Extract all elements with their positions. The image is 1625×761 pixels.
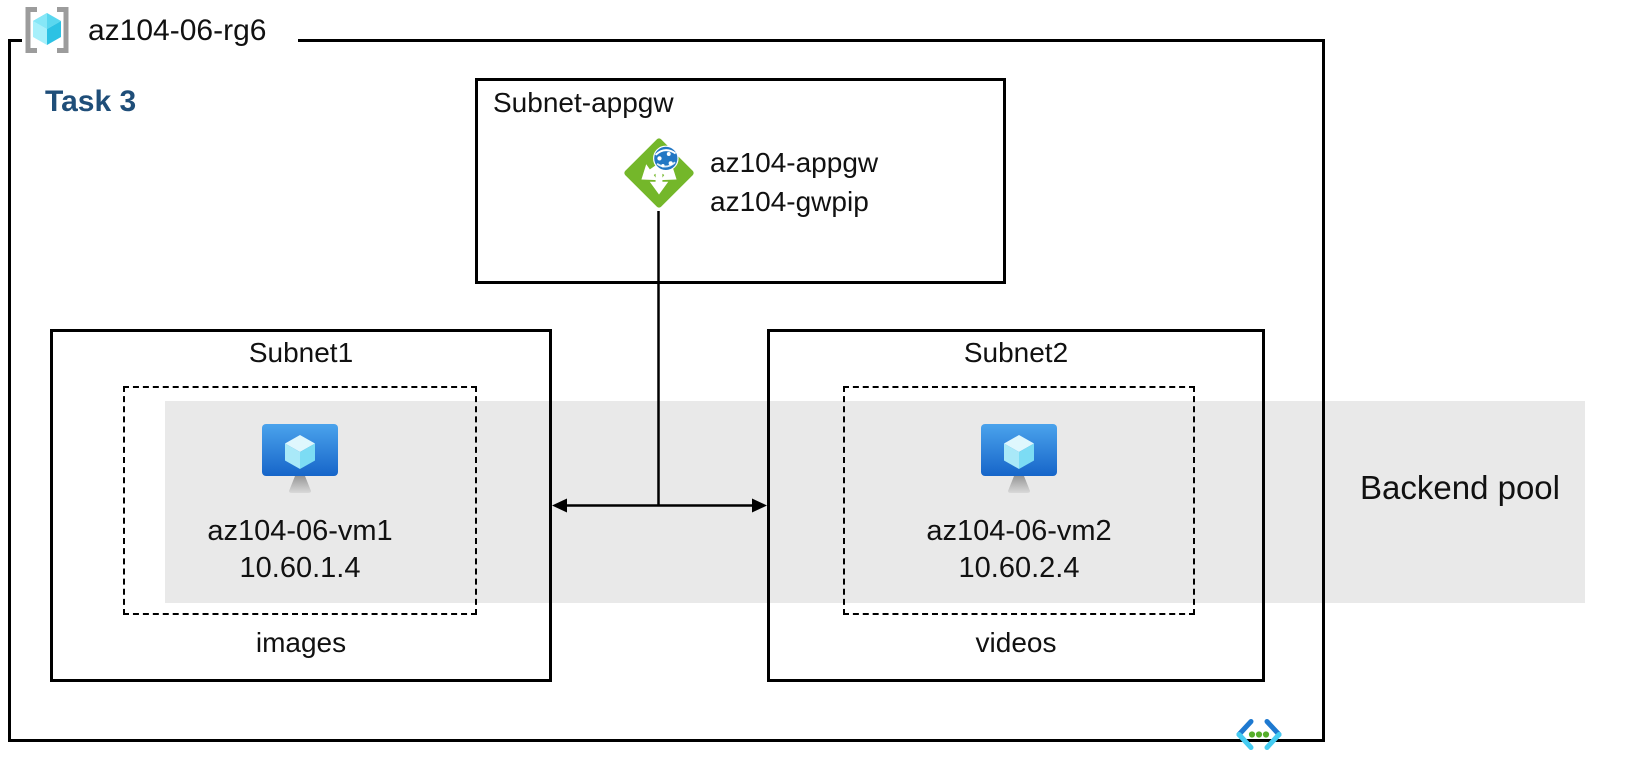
vm1-name: az104-06-vm1 — [207, 515, 393, 547]
appgw-name: az104-appgw — [710, 147, 879, 178]
backend-pool-band — [165, 401, 1585, 603]
resource-group-name: az104-06-rg6 — [88, 14, 267, 47]
resource-group-border-segment — [298, 39, 1325, 42]
vm2-ip: 10.60.2.4 — [958, 552, 1080, 584]
subnet2-backend-dashed-box — [843, 386, 1195, 615]
application-gateway-labels: az104-appgw az104-gwpip — [710, 143, 878, 221]
appgw-public-ip-name: az104-gwpip — [710, 186, 869, 217]
subnet2-box — [767, 329, 1265, 682]
resource-group-border-segment — [8, 39, 22, 42]
task-label: Task 3 — [45, 85, 137, 118]
resource-group-icon — [22, 7, 72, 53]
subnet2-caption: videos — [975, 627, 1057, 658]
virtual-machine-icon — [981, 424, 1057, 496]
virtual-network-icon — [1235, 718, 1283, 752]
subnet1-backend-dashed-box — [123, 386, 477, 615]
resource-group-box — [8, 39, 1325, 742]
backend-pool-label: Backend pool — [1360, 469, 1560, 506]
vm2-labels: az104-06-vm2 10.60.2.4 — [843, 513, 1195, 587]
subnet2-label: Subnet2 — [963, 337, 1069, 368]
vm2-name: az104-06-vm2 — [926, 515, 1112, 547]
subnet1-box — [50, 329, 552, 682]
subnet-appgw-label: Subnet-appgw — [493, 87, 674, 118]
application-gateway-icon — [620, 134, 698, 212]
subnet1-label: Subnet1 — [248, 337, 354, 368]
subnet1-caption: images — [255, 627, 347, 658]
subnet-appgw-box — [475, 78, 1006, 284]
virtual-machine-icon — [262, 424, 338, 496]
vm1-ip: 10.60.1.4 — [239, 552, 361, 584]
vm1-labels: az104-06-vm1 10.60.1.4 — [123, 513, 477, 587]
